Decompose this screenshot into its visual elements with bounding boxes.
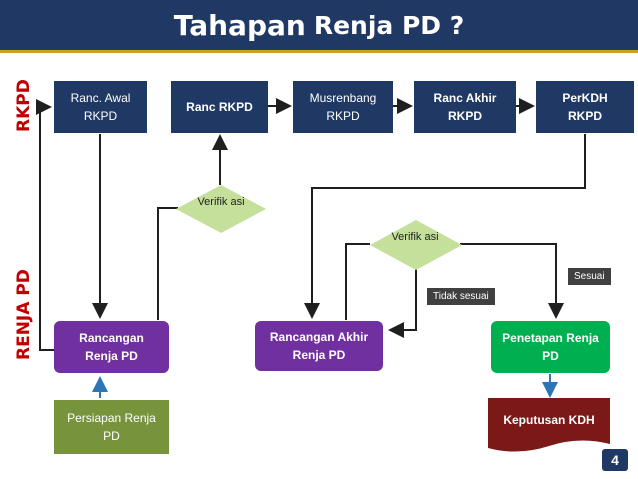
arrow-perkdh-to-rancangan-akhir: [304, 134, 586, 319]
box-rancangan-renja-pd: Rancangan Renja PD: [54, 321, 169, 373]
box-rancangan-label: Rancangan Renja PD: [79, 331, 144, 363]
box-rancangan-akhir-renja-pd: Rancangan Akhir Renja PD: [255, 321, 383, 371]
box-penetapan-renja-pd: Penetapan Renja PD: [491, 321, 610, 373]
tag-tidak-sesuai: Tidak sesuai: [427, 288, 495, 305]
box-persiapan-label: Persiapan Renja PD: [67, 411, 156, 443]
title-main: Tahapan: [173, 8, 306, 42]
arrow-sesuai: [460, 243, 564, 319]
box-ranc-rkpd-label: Ranc RKPD: [186, 100, 253, 114]
box-musrenbang-rkpd: Musrenbang RKPD: [293, 81, 393, 133]
arrow-rancangan-akhir-to-verifikasi: [345, 243, 370, 320]
box-ranc-akhir-label: Ranc Akhir RKPD: [433, 91, 497, 123]
title-banner: Tahapan Renja PD ?: [0, 0, 638, 53]
document-keputusan-kdh-label: Keputusan KDH: [503, 413, 595, 427]
box-ranc-awal-label: Ranc. Awal RKPD: [70, 91, 131, 123]
box-ranc-akhir-rkpd: Ranc Akhir RKPD: [414, 81, 516, 133]
decision-verifikasi-1-label: Verifik asi: [197, 196, 245, 208]
box-persiapan-renja-pd: Persiapan Renja PD: [54, 400, 169, 454]
arrow-rancangan-to-awal: [36, 99, 54, 351]
box-musrenbang-label: Musrenbang RKPD: [309, 91, 377, 123]
tag-sesuai: Sesuai: [568, 268, 611, 285]
box-penetapan-label: Penetapan Renja PD: [502, 331, 599, 363]
box-ranc-awal-rkpd: Ranc. Awal RKPD: [54, 81, 147, 133]
document-keputusan-kdh: [488, 398, 610, 452]
decision-verifikasi-2: [370, 220, 462, 270]
box-perkdh-label: PerKDH RKPD: [562, 91, 608, 123]
box-perkdh-rkpd: PerKDH RKPD: [536, 81, 634, 133]
decision-verifikasi-1: [176, 185, 266, 233]
title-sub: Renja PD ?: [313, 10, 465, 40]
decision-verifikasi-2-label: Verifik asi: [391, 231, 439, 243]
arrow-tidak-sesuai: [388, 268, 417, 338]
arrow-rancangan-to-verifikasi: [157, 207, 178, 320]
page-number: 4: [602, 449, 628, 471]
box-rancangan-akhir-label: Rancangan Akhir Renja PD: [269, 330, 369, 362]
box-ranc-rkpd: Ranc RKPD: [171, 81, 268, 133]
